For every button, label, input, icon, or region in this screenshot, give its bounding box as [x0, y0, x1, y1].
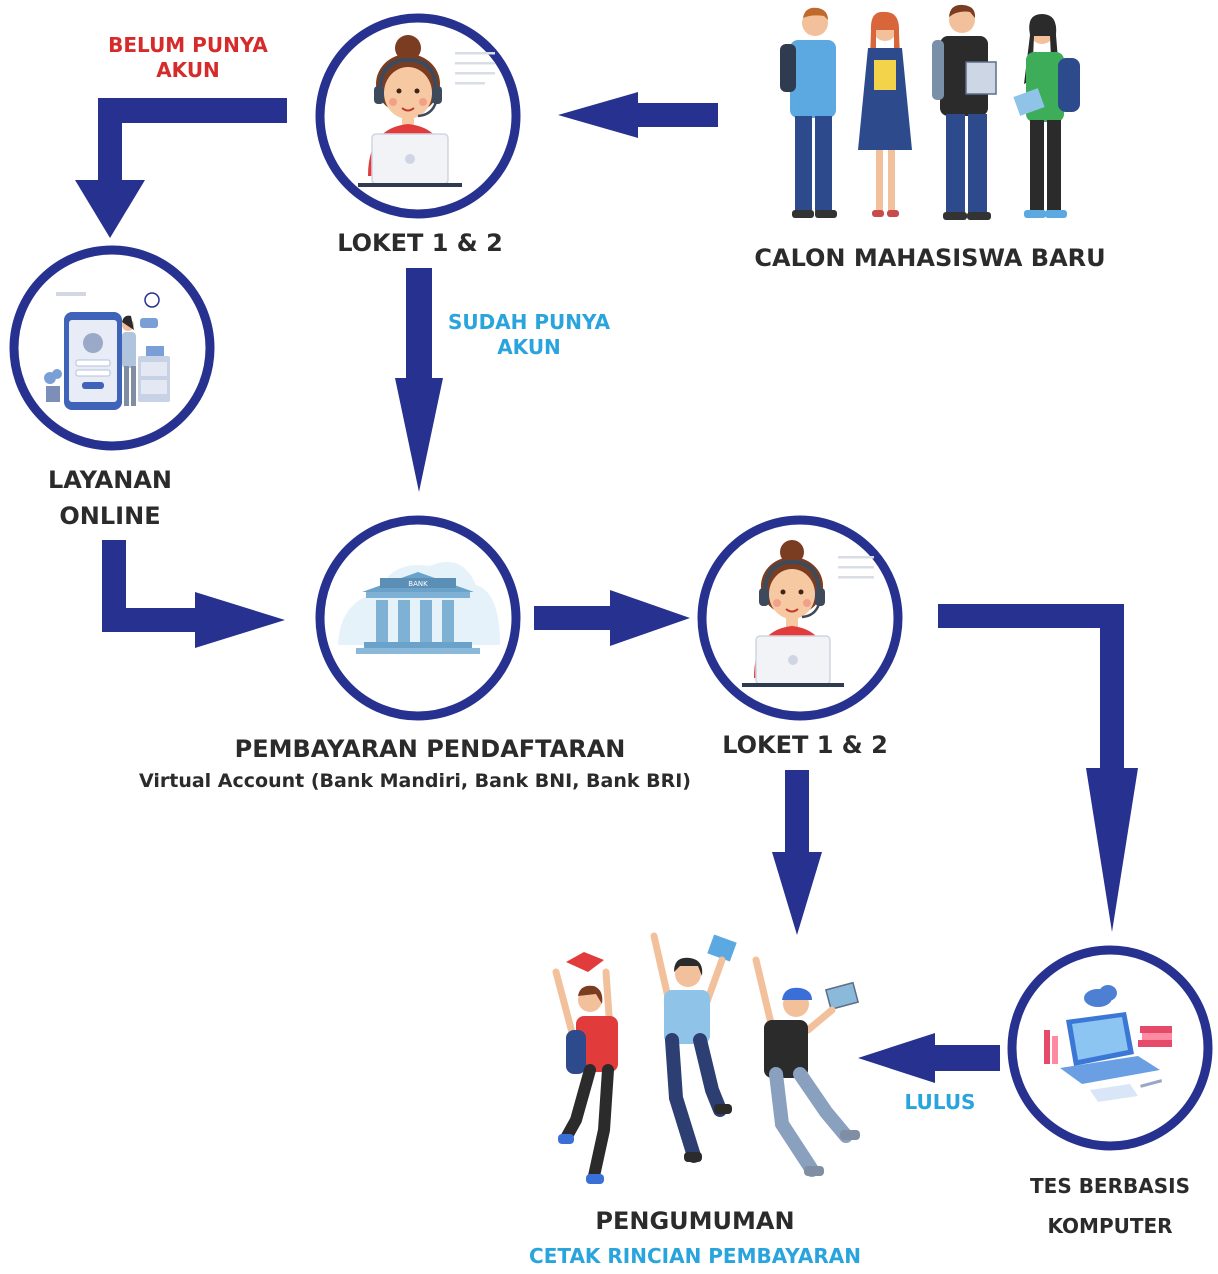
arrow-calon-to-loket: [558, 92, 718, 138]
celebrating-students-icon: [552, 932, 860, 1184]
node-calon: [780, 4, 1080, 220]
arrow-layanan-to-pembayaran: [102, 540, 285, 648]
label-pembayaran-sub: Virtual Account (Bank Mandiri, Bank BNI,…: [138, 770, 691, 792]
node-tes: [1007, 945, 1213, 1151]
mobile-login-icon: [44, 292, 170, 410]
label-layanan: LAYANAN ONLINE: [20, 462, 200, 534]
students-group-icon: [780, 4, 1080, 220]
node-pengumuman: [552, 932, 860, 1184]
label-tes-line1: TES BERBASIS: [1030, 1174, 1190, 1198]
edge-label-lulus: LULUS: [904, 1090, 976, 1114]
arrow-loket-to-tes: [938, 604, 1138, 932]
node-layanan: [9, 245, 215, 451]
node-pembayaran: BANK: [315, 515, 521, 721]
node-loket-top: [315, 13, 521, 219]
label-layanan-line2: ONLINE: [59, 502, 161, 530]
label-pengumuman: PENGUMUMAN: [595, 1207, 795, 1235]
bank-sign: BANK: [408, 580, 428, 588]
label-pembayaran: PEMBAYARAN PENDAFTARAN: [234, 735, 626, 763]
edge-label-sudah: SUDAH PUNYA AKUN: [438, 310, 620, 360]
label-tes: TES BERBASIS KOMPUTER: [1010, 1166, 1210, 1246]
label-calon: CALON MAHASISWA BARU: [754, 244, 1106, 272]
label-layanan-line1: LAYANAN: [48, 466, 172, 494]
node-loket-mid: [697, 515, 903, 721]
edge-label-belum: BELUM PUNYA AKUN: [98, 33, 278, 83]
arrow-lulus: [858, 1033, 1000, 1083]
computer-test-icon: [1044, 985, 1172, 1102]
edge-label-sudah-line2: AKUN: [497, 335, 561, 359]
label-loket-mid: LOKET 1 & 2: [722, 731, 888, 759]
customer-service-agent-icon: [742, 540, 874, 687]
edge-label-sudah-line1: SUDAH PUNYA: [447, 310, 611, 334]
bank-building-icon: BANK: [338, 561, 500, 654]
label-loket-top: LOKET 1 & 2: [337, 229, 503, 257]
arrow-belum-punya-akun: [75, 98, 287, 238]
label-tes-line2: KOMPUTER: [1047, 1214, 1173, 1238]
edge-label-belum-line1: BELUM PUNYA: [108, 33, 268, 57]
arrow-loket-to-pengumuman: [772, 770, 822, 935]
arrow-sudah-punya-akun: [395, 268, 443, 492]
arrow-pembayaran-to-loket: [534, 590, 690, 646]
label-pengumuman-sub: CETAK RINCIAN PEMBAYARAN: [529, 1244, 861, 1268]
edge-label-belum-line2: AKUN: [156, 58, 220, 82]
customer-service-agent-icon: [358, 35, 495, 187]
